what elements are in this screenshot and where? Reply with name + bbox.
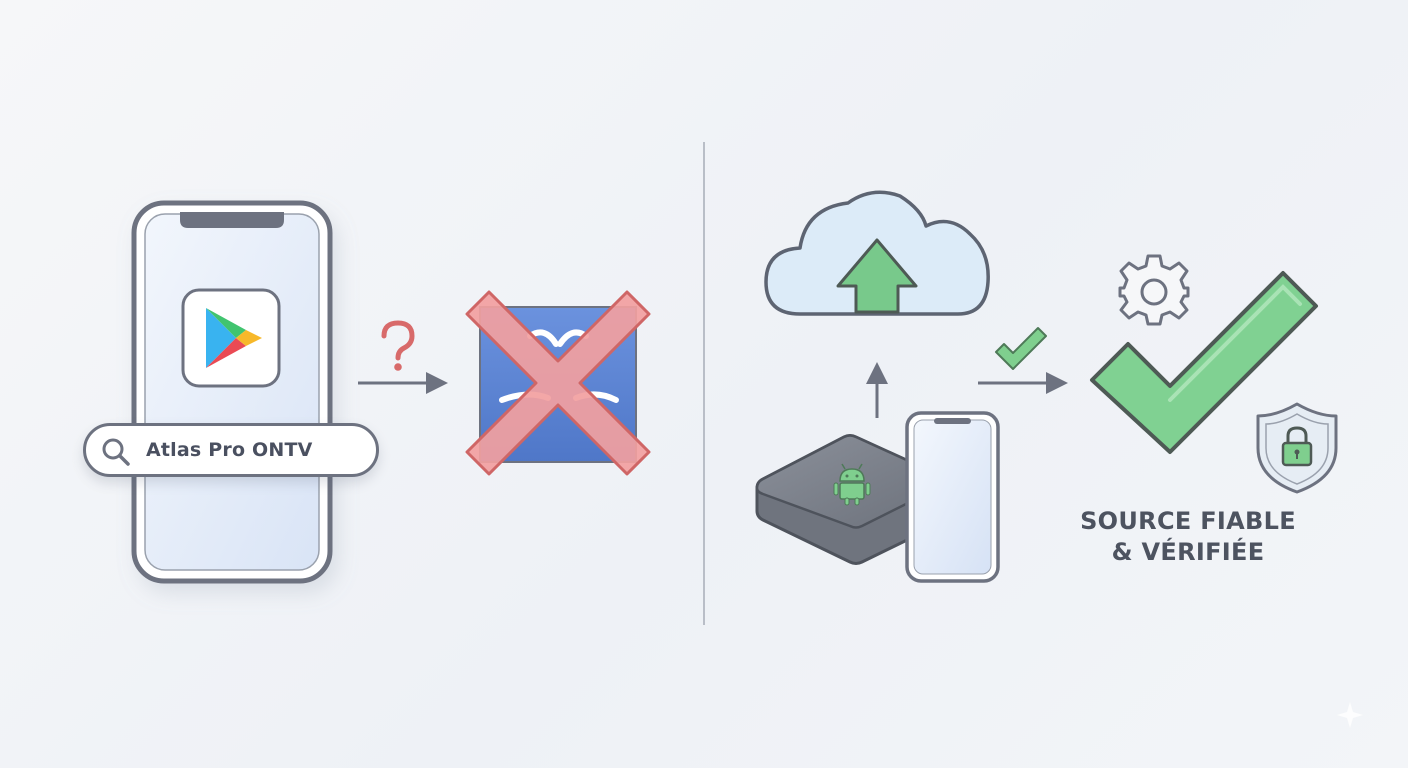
phone-icon xyxy=(131,200,333,584)
arrow-up-icon xyxy=(866,362,888,418)
arrow-right-icon xyxy=(978,372,1068,394)
search-bar[interactable]: Atlas Pro ONTV xyxy=(83,423,379,477)
small-check-icon xyxy=(995,327,1047,370)
arrow-right-icon xyxy=(358,372,448,394)
cloud-upload-icon xyxy=(764,190,990,316)
red-x-icon xyxy=(465,290,651,476)
caption-line-2: & VÉRIFIÉE xyxy=(1111,538,1265,566)
sparkle-icon xyxy=(1337,702,1363,728)
caption-line-1: SOURCE FIABLE xyxy=(1080,507,1296,535)
phone-icon xyxy=(905,411,1000,583)
play-store-icon xyxy=(181,288,281,388)
search-query-text: Atlas Pro ONTV xyxy=(146,439,313,461)
search-icon xyxy=(102,438,130,466)
source-caption: SOURCE FIABLE & VÉRIFIÉE xyxy=(1060,506,1316,568)
big-check-icon xyxy=(1090,271,1318,454)
question-mark-icon xyxy=(381,320,415,371)
gear-icon xyxy=(1118,254,1190,326)
shield-lock-icon xyxy=(1256,402,1338,494)
android-tv-box-icon xyxy=(755,434,954,565)
